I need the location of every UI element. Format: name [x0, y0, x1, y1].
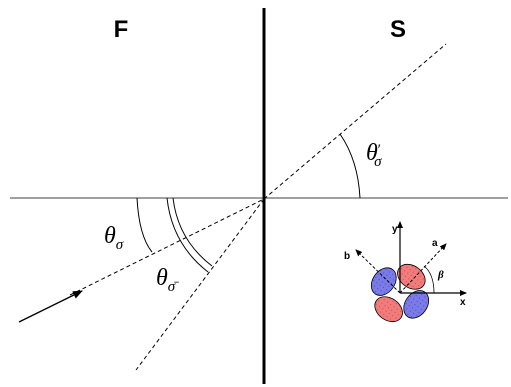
theta-incident-label: θσ: [104, 223, 124, 253]
a-axis: [399, 243, 447, 294]
theta-reflected-label: θσ̄: [156, 265, 179, 295]
reflected-angle-arc-outer: [166, 197, 209, 273]
transmitted-ray: [263, 43, 447, 200]
incident-arrow: [18, 290, 83, 323]
orbital-inset: y x a b β: [344, 221, 467, 323]
transmitted-angle-arc: [339, 133, 361, 199]
region-label-f: F: [114, 16, 129, 43]
beta-arc: [423, 265, 435, 294]
beta-label: β: [437, 269, 444, 281]
incident-angle-arc: [136, 197, 153, 253]
a-axis-label: a: [432, 238, 438, 249]
lobe-upper-right: [397, 263, 426, 290]
b-axis-label: b: [344, 251, 350, 262]
lobe-lower-right: [403, 290, 430, 319]
reflected-ray: [135, 198, 265, 371]
y-axis-label: y: [392, 224, 398, 235]
lobe-upper-left: [370, 267, 397, 296]
x-axis-label: x: [460, 297, 466, 308]
region-label-s: S: [390, 16, 406, 43]
reflected-angle-arc-inner: [172, 197, 213, 267]
incident-ray: [69, 198, 265, 296]
lobe-lower-left: [374, 296, 403, 323]
theta-transmitted-label: θ′σ: [366, 140, 382, 170]
b-axis: [355, 249, 401, 294]
